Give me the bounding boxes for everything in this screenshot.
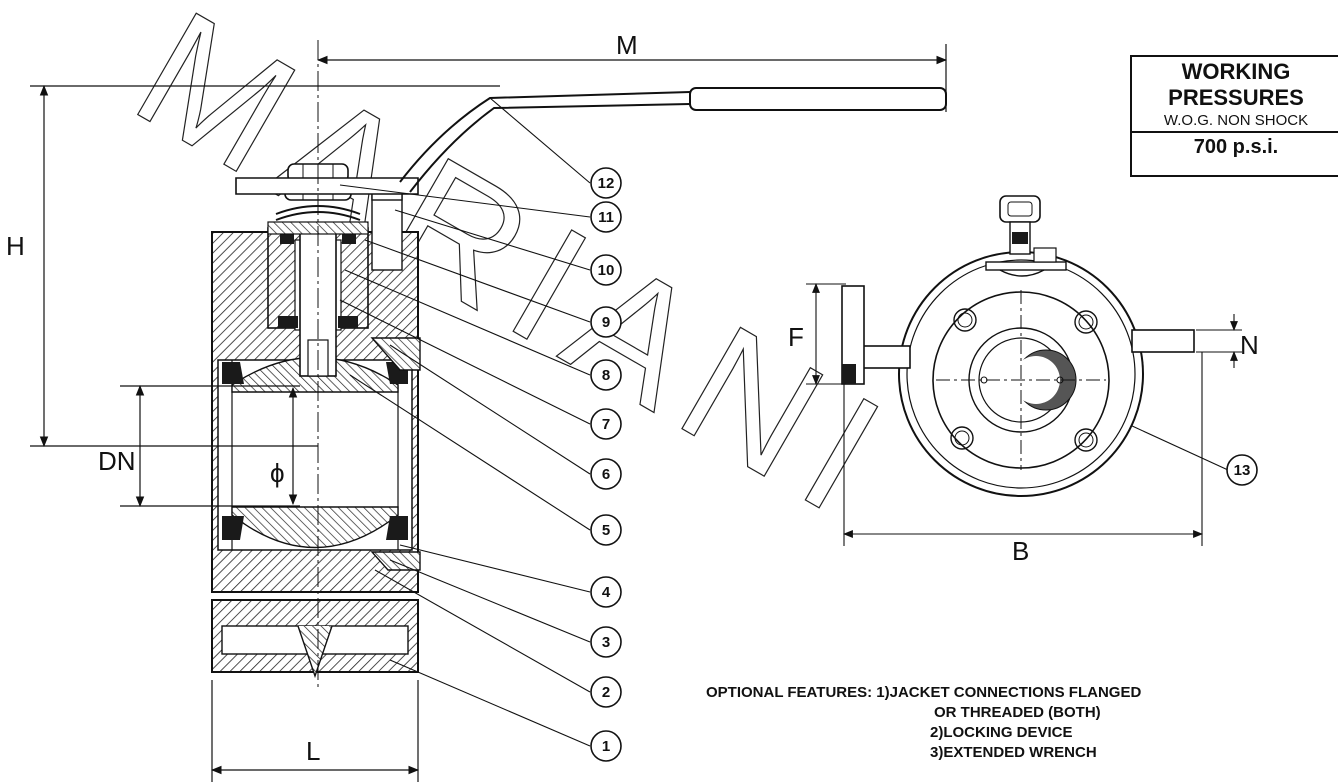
part-bubble-13: 13 <box>1226 454 1258 486</box>
optional-features-line4: 3)EXTENDED WRENCH <box>930 744 1097 761</box>
part-bubble-label: 10 <box>598 262 615 279</box>
part-bubble-label: 13 <box>1234 462 1251 479</box>
part-bubble-circle <box>590 626 622 658</box>
dimensions-side <box>30 44 948 782</box>
part-bubble-label: 12 <box>598 175 615 192</box>
part-bubble-11: 11 <box>590 201 622 233</box>
part-bubble-label: 2 <box>602 684 610 701</box>
optional-features-line2: OR THREADED (BOTH) <box>934 704 1101 721</box>
part-bubble-circle <box>590 167 622 199</box>
part-bubble-circle <box>590 458 622 490</box>
part-bubble-label: 11 <box>598 209 614 226</box>
pressures-value: 700 p.s.i. <box>1193 136 1279 158</box>
part-bubble-circle <box>590 201 622 233</box>
part-bubble-circle <box>590 676 622 708</box>
part-bubble-8: 8 <box>590 359 622 391</box>
part-bubble-circle <box>590 306 622 338</box>
part-bubble-4: 4 <box>590 576 622 608</box>
optional-features-line1: OPTIONAL FEATURES: 1)JACKET CONNECTIONS … <box>706 684 1142 701</box>
dim-dn: DN <box>98 446 136 476</box>
optional-features-line3: 2)LOCKING DEVICE <box>930 724 1073 741</box>
part-bubble-3: 3 <box>590 626 622 658</box>
dim-l: L <box>306 736 320 766</box>
part-bubble-label: 6 <box>602 466 610 483</box>
dimensions-front <box>806 283 1242 546</box>
part-bubble-1: 1 <box>590 730 622 762</box>
part-bubble-label: 5 <box>602 522 610 539</box>
part-bubble-7: 7 <box>590 408 622 440</box>
pressures-title-line2: PRESSURES <box>1168 85 1304 110</box>
part-bubble-circle <box>590 408 622 440</box>
part-bubble-10: 10 <box>590 254 622 286</box>
part-bubble-2: 2 <box>590 676 622 708</box>
part-bubble-5: 5 <box>590 514 622 546</box>
working-pressures-box: WORKING PRESSURES W.O.G. NON SHOCK 700 p… <box>1130 55 1338 177</box>
part-bubble-label: 1 <box>602 738 610 755</box>
pressures-title-line1: WORKING <box>1181 59 1291 84</box>
part-bubble-label: 9 <box>602 314 610 331</box>
part-bubble-label: 3 <box>602 634 610 651</box>
optional-features-note: OPTIONAL FEATURES: 1)JACKET CONNECTIONS … <box>706 683 1141 763</box>
part-bubble-label: 4 <box>602 584 611 601</box>
part-bubble-circle <box>590 514 622 546</box>
section-view <box>211 40 947 690</box>
part-bubble-6: 6 <box>590 458 622 490</box>
part-bubble-circle <box>590 730 622 762</box>
dim-phi: ϕ <box>270 458 285 488</box>
part-bubble-circle <box>590 359 622 391</box>
part-bubble-9: 9 <box>590 306 622 338</box>
part-bubble-circle <box>1226 454 1258 486</box>
pressures-condition: W.O.G. NON SHOCK <box>1132 111 1338 133</box>
dim-m: M <box>616 30 638 60</box>
part-bubble-circle <box>590 576 622 608</box>
dim-f: F <box>788 322 804 352</box>
part-bubble-label: 7 <box>602 416 610 433</box>
part-bubble-12: 12 <box>590 167 622 199</box>
leader-lines <box>339 97 1229 747</box>
part-bubble-label: 8 <box>602 367 610 384</box>
part-bubble-circle <box>590 254 622 286</box>
front-view <box>841 195 1195 497</box>
dim-n: N <box>1240 330 1259 360</box>
dim-b: B <box>1012 536 1029 566</box>
dim-h: H <box>6 231 25 261</box>
